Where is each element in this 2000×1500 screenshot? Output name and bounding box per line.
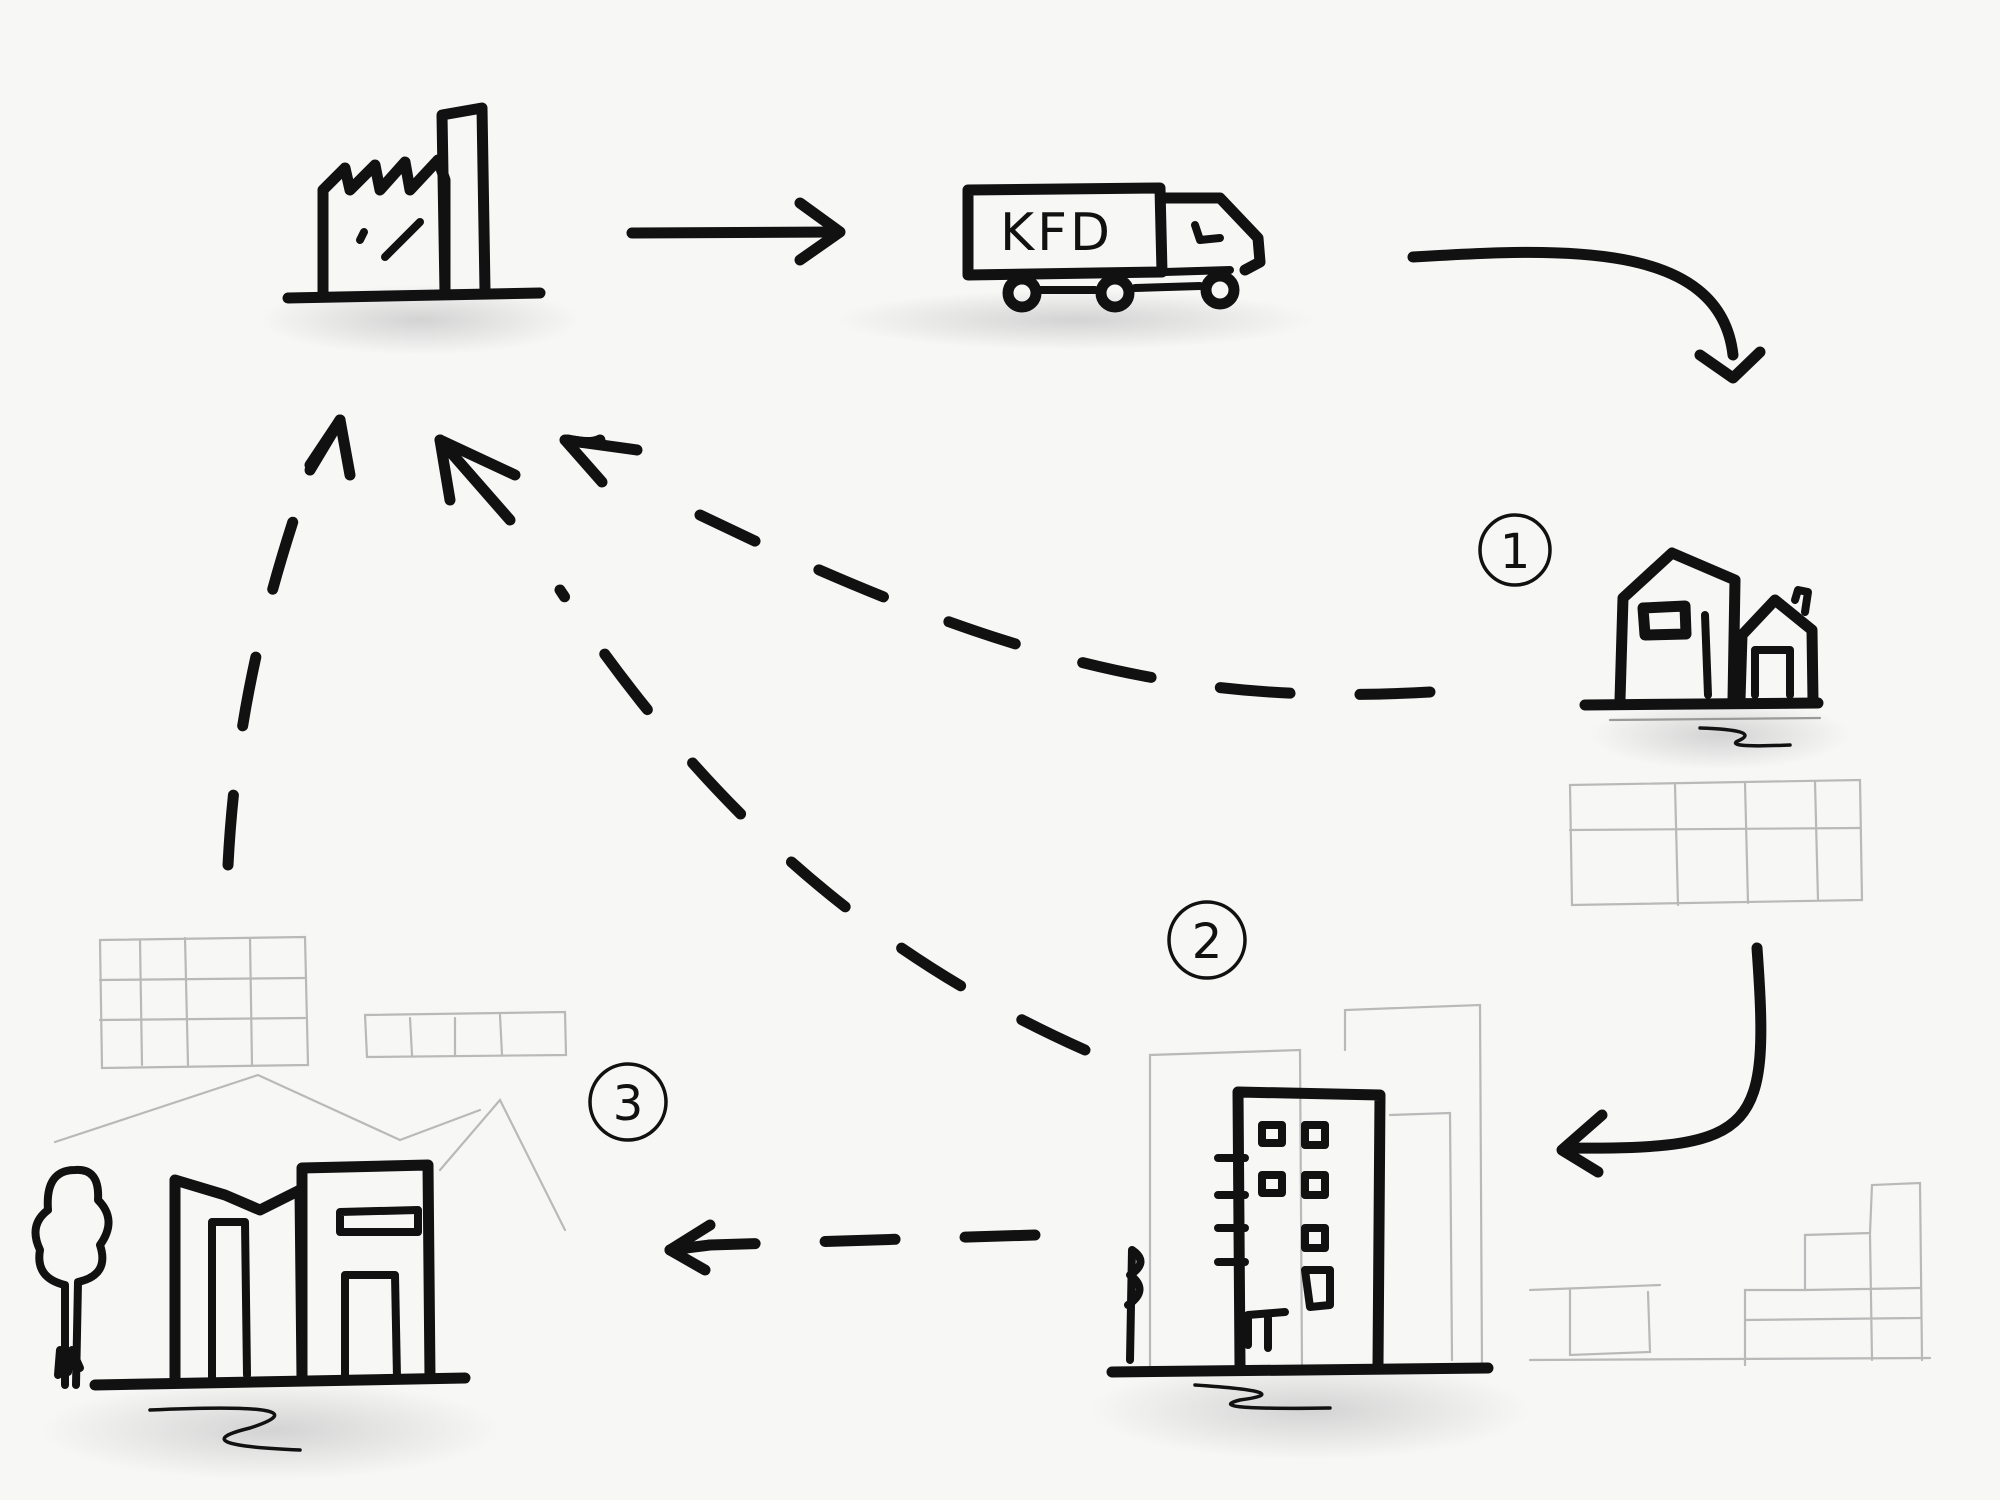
factory-icon xyxy=(282,102,546,304)
arrow-office-to-shop-dashed xyxy=(664,1219,1041,1276)
arrow-office-to-factory-dashed xyxy=(434,434,1091,1056)
office-building-background-sketch xyxy=(1148,1003,1932,1372)
step-marker-2-label: 2 xyxy=(1192,914,1223,970)
houses-shadow xyxy=(1590,700,1850,770)
step-marker-3: 3 xyxy=(588,1062,668,1142)
truck-shadow xyxy=(835,290,1315,350)
step-marker-3-label: 3 xyxy=(613,1076,644,1132)
arrow-shop-to-factory-dashed xyxy=(222,414,356,871)
arrow-factory-to-truck xyxy=(626,197,846,266)
arrow-houses-to-office xyxy=(1556,942,1767,1178)
step-marker-1-label: 1 xyxy=(1500,524,1531,580)
shop-building-icon xyxy=(31,1159,471,1452)
office-building-icon xyxy=(1106,1086,1494,1411)
houses-icon xyxy=(1579,547,1824,748)
step-marker-1: 1 xyxy=(1478,513,1552,587)
truck-icon xyxy=(962,182,1266,313)
truck-cargo-label: KFD xyxy=(1000,203,1113,263)
houses-background-sketch xyxy=(1568,778,1864,907)
step-marker-2: 2 xyxy=(1167,900,1247,980)
shop-background-sketch xyxy=(53,935,568,1232)
arrow-houses-to-factory-dashed xyxy=(559,434,1436,700)
factory-shadow xyxy=(260,285,580,355)
shop-shadow xyxy=(40,1380,500,1480)
arrow-truck-to-houses xyxy=(1407,246,1766,384)
